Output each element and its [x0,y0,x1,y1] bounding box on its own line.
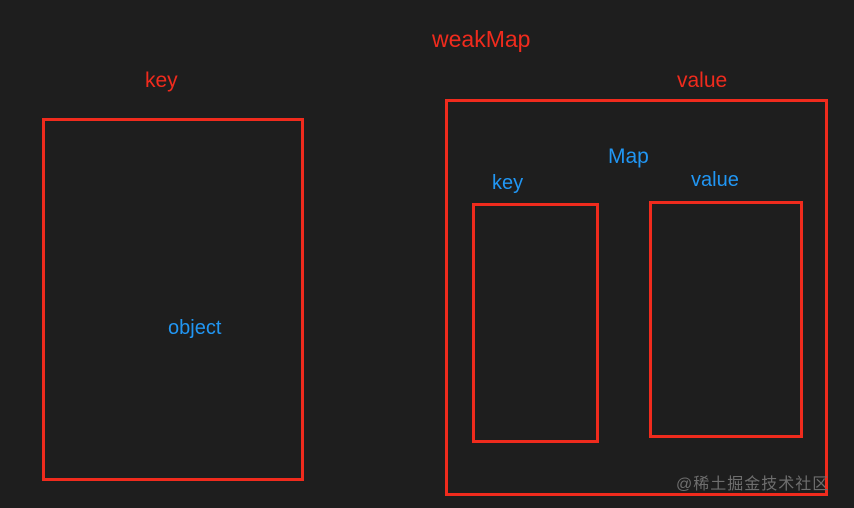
map-key-label: key [492,172,524,194]
outer-key-content-object: object [168,317,222,339]
map-label: Map [608,145,649,168]
outer-key-label: key [145,69,178,92]
map-value-box: Set 数组 [fn，fn1,fn2] [649,201,803,438]
outer-value-label: value [677,69,728,92]
outer-key-box: object [42,118,304,481]
diagram-title-weakmap: weakMap [432,26,531,52]
map-key-box: object属性 name [472,203,599,443]
outer-value-box [445,99,828,496]
map-value-label: value [691,169,739,191]
watermark: @稀土掘金技术社区 [676,476,830,493]
